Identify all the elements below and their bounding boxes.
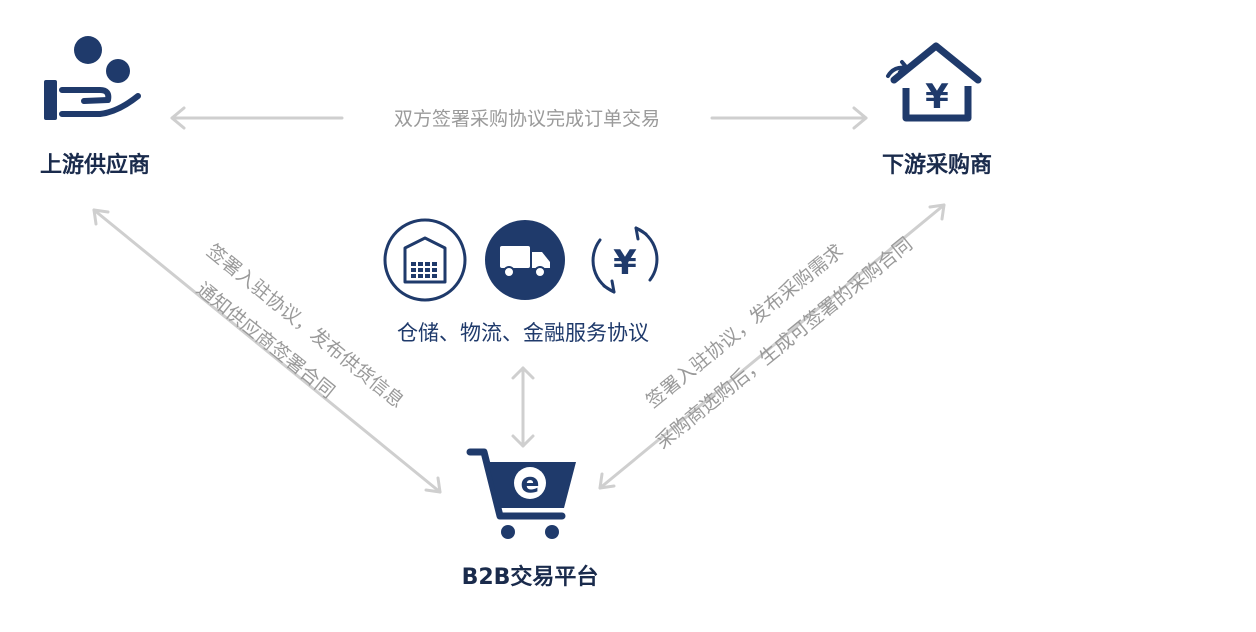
services-flow-arrow [511,366,535,448]
supplier-label: 上游供应商 [40,152,150,178]
right-flow-label-2: 采购商选购后，生成可签署的采购合同 [652,233,917,453]
top-flow-label: 双方签署采购协议完成订单交易 [394,108,660,130]
services-label: 仓储、物流、金融服务协议 [397,321,649,345]
svg-text:¥: ¥ [613,243,637,283]
shopping-cart-e-icon: e [466,448,576,539]
svg-text:¥: ¥ [925,77,949,117]
yuan-cycle-icon: ¥ [591,226,659,294]
platform-label: B2B交易平台 [462,564,599,590]
right-flow-arrow [598,203,946,490]
truck-icon [485,220,565,300]
house-yuan-icon: ¥ [886,42,982,122]
svg-text:e: e [521,466,540,499]
buyer-label: 下游采购商 [882,152,992,178]
left-flow-arrow [92,208,442,494]
top-flow-arrow [170,106,868,130]
supplier-hand-icon [44,36,141,120]
warehouse-icon [383,218,467,302]
